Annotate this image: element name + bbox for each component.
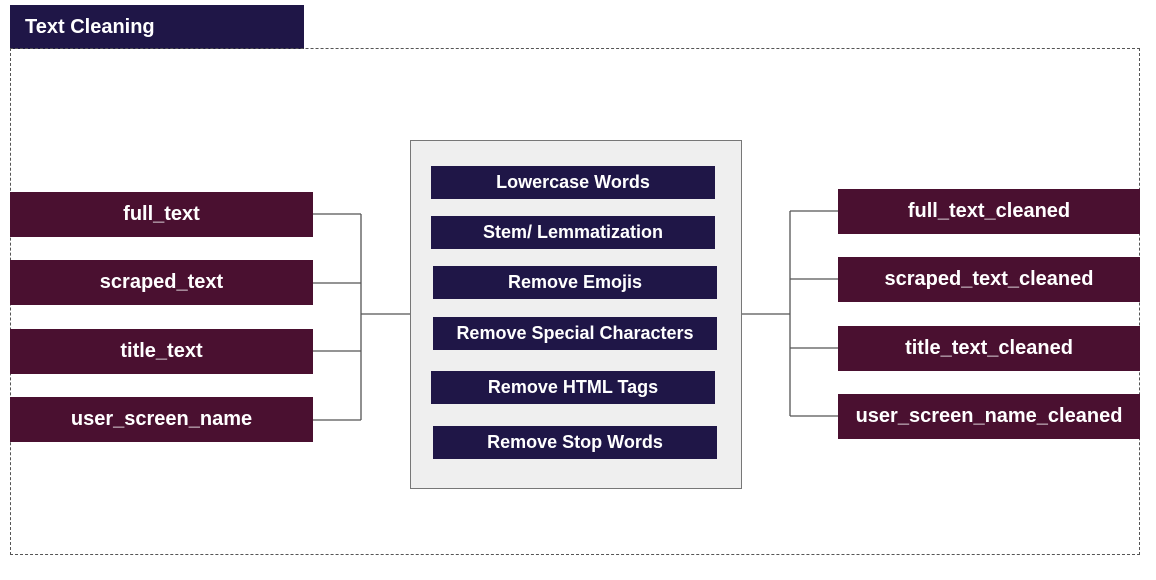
step-remove-html-tags: Remove HTML Tags <box>431 371 715 404</box>
step-stem-lemmatization: Stem/ Lemmatization <box>431 216 715 249</box>
input-field-user-screen-name: user_screen_name <box>10 397 313 442</box>
step-lowercase-words: Lowercase Words <box>431 166 715 199</box>
input-field-title-text: title_text <box>10 329 313 374</box>
output-field-full-text-cleaned: full_text_cleaned <box>838 189 1140 234</box>
step-remove-emojis: Remove Emojis <box>433 266 717 299</box>
input-field-scraped-text: scraped_text <box>10 260 313 305</box>
step-remove-special-characters: Remove Special Characters <box>433 317 717 350</box>
output-field-title-text-cleaned: title_text_cleaned <box>838 326 1140 371</box>
output-field-user-screen-name-cleaned: user_screen_name_cleaned <box>838 394 1140 439</box>
input-field-full-text: full_text <box>10 192 313 237</box>
diagram-title: Text Cleaning <box>10 5 304 49</box>
step-remove-stop-words: Remove Stop Words <box>433 426 717 459</box>
output-field-scraped-text-cleaned: scraped_text_cleaned <box>838 257 1140 302</box>
